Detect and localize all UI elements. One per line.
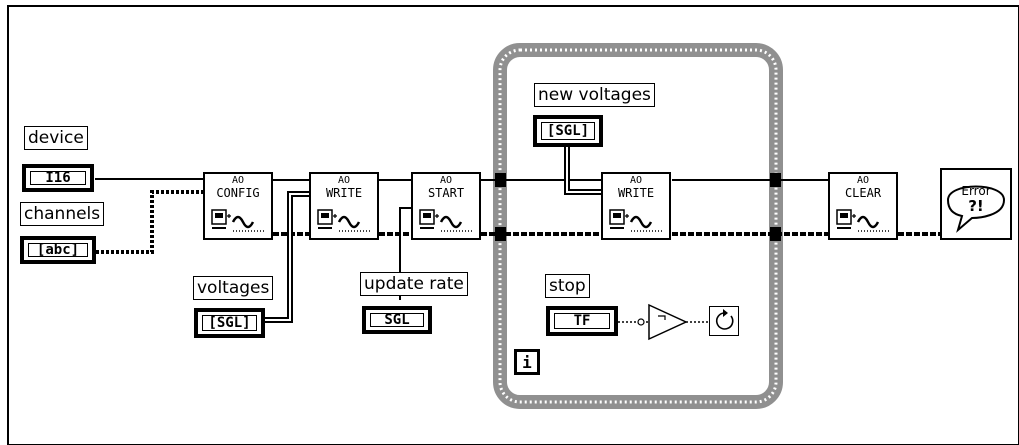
channels-terminal[interactable]: [abc] — [20, 236, 96, 264]
speech-bubble-icon — [946, 185, 1006, 233]
voltages-label: voltages — [193, 276, 274, 300]
stop-label: stop — [545, 274, 590, 298]
ao-prefix: AO — [337, 175, 351, 186]
new-voltages-wire — [564, 146, 601, 195]
not-gate — [648, 303, 688, 341]
analog-output-icon — [419, 209, 473, 232]
ao-prefix: AO — [439, 175, 453, 186]
ao-write-vi[interactable]: AO WRITE — [309, 172, 379, 240]
channels-wire — [96, 190, 203, 254]
ao-config-vi[interactable]: AO CONFIG — [203, 172, 273, 240]
tunnel-in-error — [495, 227, 506, 241]
voltages-terminal[interactable]: [SGL] — [194, 308, 265, 338]
analog-output-icon — [317, 209, 371, 232]
continue-loop-icon — [715, 309, 734, 330]
iteration-terminal[interactable]: i — [514, 349, 540, 375]
error-text: Error — [961, 184, 991, 198]
ao-start-vi[interactable]: AO START — [411, 172, 481, 240]
loop-condition-terminal[interactable] — [709, 306, 739, 336]
update-rate-wire — [399, 207, 411, 300]
new-voltages-label: new voltages — [534, 83, 655, 107]
analog-output-icon — [836, 209, 890, 232]
diagram-border — [7, 5, 1019, 445]
error-symbol: ?! — [968, 197, 984, 215]
vi-name: WRITE — [617, 186, 655, 200]
analog-output-icon — [609, 209, 663, 232]
new-voltages-type: [SGL] — [541, 122, 595, 140]
update-rate-terminal[interactable]: SGL — [362, 306, 432, 334]
while-loop-frame — [493, 43, 783, 409]
vi-name: START — [427, 186, 465, 200]
ao-write-loop-vi[interactable]: AO WRITE — [601, 172, 671, 240]
vi-name: WRITE — [325, 186, 363, 200]
update-rate-type: SGL — [370, 312, 424, 328]
stop-type: TF — [554, 313, 610, 329]
device-terminal[interactable]: I16 — [22, 164, 94, 192]
new-voltages-terminal[interactable]: [SGL] — [533, 115, 603, 147]
tunnel-in-taskid — [495, 173, 506, 187]
channels-label: channels — [20, 202, 105, 226]
not-input-bubble — [637, 318, 645, 326]
vi-name: CONFIG — [216, 186, 260, 200]
ao-prefix: AO — [856, 175, 870, 186]
ao-prefix: AO — [629, 175, 643, 186]
tunnel-out-error — [770, 227, 781, 241]
voltages-type: [SGL] — [202, 315, 257, 331]
device-label: device — [24, 126, 88, 150]
analog-output-icon — [211, 209, 265, 232]
stop-terminal[interactable]: TF — [546, 306, 618, 336]
ao-clear-vi[interactable]: AO CLEAR — [828, 172, 898, 240]
channels-type: [abc] — [28, 242, 88, 258]
tunnel-out-taskid — [770, 173, 781, 187]
device-type: I16 — [30, 170, 86, 186]
ao-prefix: AO — [231, 175, 245, 186]
general-error-handler-vi[interactable]: Error ?! — [940, 168, 1012, 240]
update-rate-label: update rate — [360, 272, 468, 296]
vi-name: CLEAR — [844, 186, 882, 200]
